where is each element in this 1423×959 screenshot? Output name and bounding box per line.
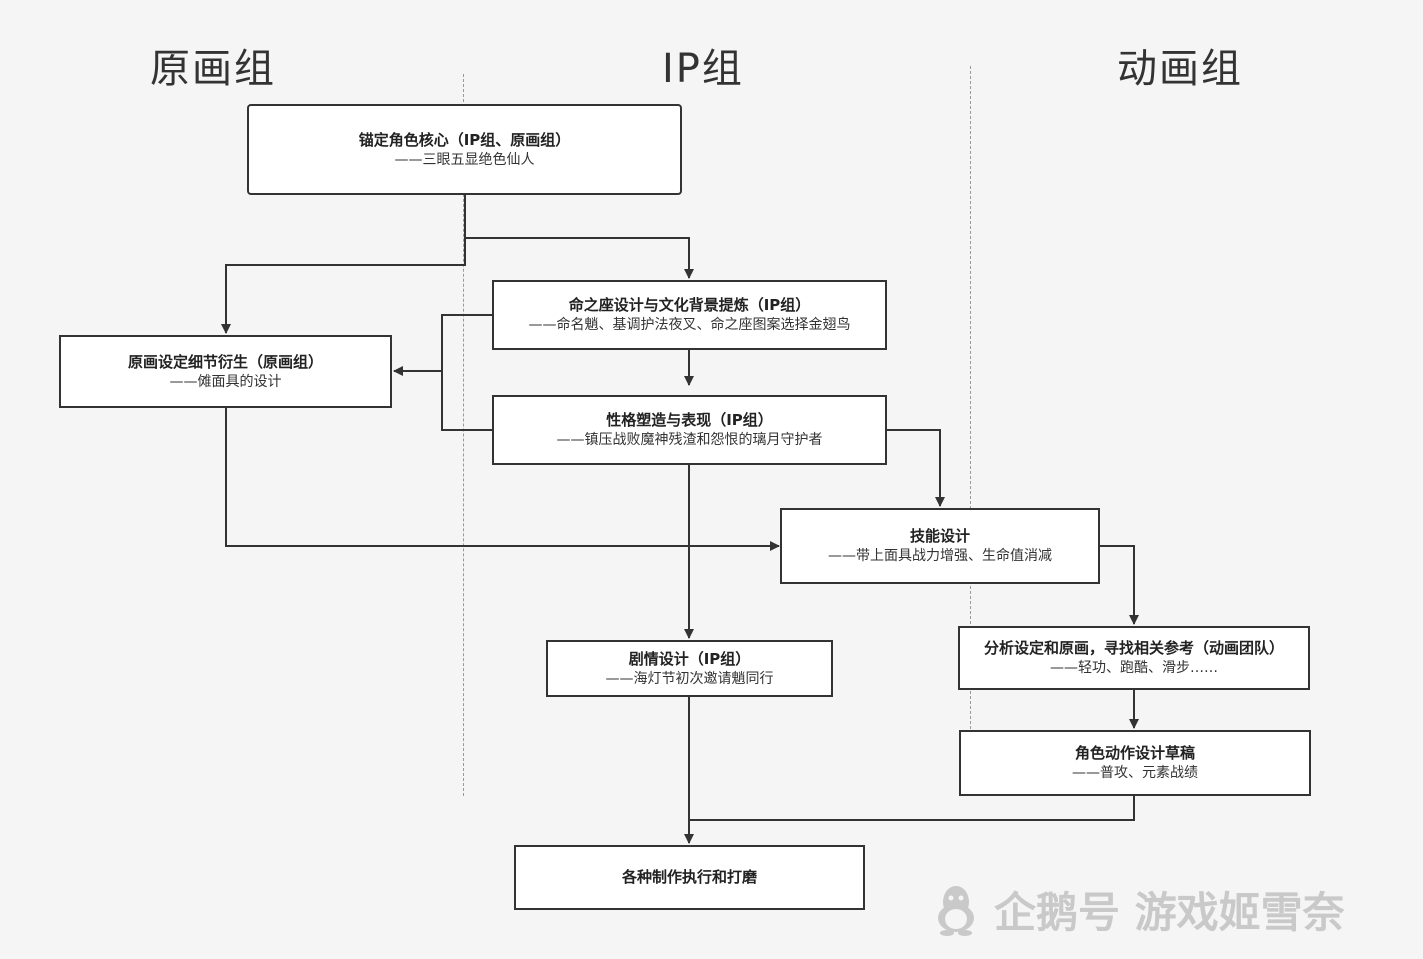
node-core: 锚定角色核心（IP组、原画组） ——三眼五显绝色仙人 (247, 104, 682, 195)
arrow-draft-to-final (689, 795, 1135, 821)
column-title-animation: 动画组 (1117, 46, 1243, 92)
arrow-skill-to-analysis (1099, 545, 1139, 625)
node-skill-title: 技能设计 (909, 527, 970, 545)
node-draft-title: 角色动作设计草稿 (1074, 744, 1195, 762)
node-core-subtitle: ——三眼五显绝色仙人 (394, 151, 535, 168)
node-draft: 角色动作设计草稿 ——普攻、元素战绩 (959, 730, 1311, 796)
column-title-original-art: 原画组 (150, 46, 276, 92)
node-artdetail: 原画设定细节衍生（原画组） ——傩面具的设计 (59, 335, 392, 408)
node-skill-subtitle: ——带上面具战力增强、生命值消减 (828, 548, 1052, 564)
arrow-personality-to-skill (887, 429, 945, 507)
node-draft-subtitle: ——普攻、元素战绩 (1072, 765, 1198, 781)
node-personality-subtitle: ——镇压战败魔神残渣和怨恨的璃月守护者 (556, 432, 823, 448)
node-constellation-title: 命之座设计与文化背景提炼（IP组） (568, 296, 811, 314)
arrow-core-to-constellation (464, 195, 694, 279)
node-core-title: 锚定角色核心（IP组、原画组） (358, 130, 571, 149)
watermark: 企鹅号 游戏姬雪奈 (932, 880, 1345, 938)
node-artdetail-title: 原画设定细节衍生（原画组） (127, 352, 323, 371)
column-title-ip: IP组 (662, 46, 744, 92)
node-personality: 性格塑造与表现（IP组） ——镇压战败魔神残渣和怨恨的璃月守护者 (492, 395, 887, 465)
node-constellation-subtitle: ——命名魈、基调护法夜叉、命之座图案选择金翅鸟 (528, 317, 851, 333)
arrow-core-to-artdetail (221, 238, 466, 334)
node-artdetail-subtitle: ——傩面具的设计 (169, 373, 282, 390)
node-story: 剧情设计（IP组） ——海灯节初次邀请魈同行 (546, 640, 833, 697)
node-final: 各种制作执行和打磨 (514, 845, 865, 910)
node-analysis: 分析设定和原画，寻找相关参考（动画团队） ——轻功、跑酷、滑步…… (958, 626, 1310, 690)
column-divider-right (970, 66, 971, 734)
arrow-ip-to-artdetail (441, 314, 493, 431)
penguin-icon (938, 886, 974, 936)
arrow-artdetail-to-skill (225, 407, 780, 551)
node-personality-title: 性格塑造与表现（IP组） (606, 411, 773, 429)
node-analysis-subtitle: ——轻功、跑酷、滑步…… (1050, 660, 1218, 676)
watermark-text: 企鹅号 游戏姬雪奈 (994, 887, 1345, 937)
node-story-subtitle: ——海灯节初次邀请魈同行 (605, 670, 774, 687)
node-final-title: 各种制作执行和打磨 (621, 868, 757, 886)
column-divider-left (463, 74, 464, 796)
node-constellation: 命之座设计与文化背景提炼（IP组） ——命名魈、基调护法夜叉、命之座图案选择金翅… (492, 280, 887, 350)
node-story-title: 剧情设计（IP组） (628, 649, 751, 668)
node-analysis-title: 分析设定和原画，寻找相关参考（动画团队） (983, 639, 1284, 657)
node-skill: 技能设计 ——带上面具战力增强、生命值消减 (780, 508, 1100, 584)
